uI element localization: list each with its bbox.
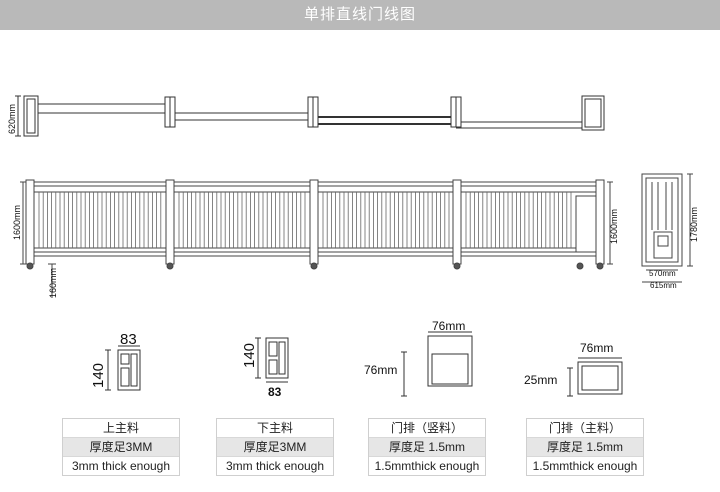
profile-lower-main bbox=[255, 337, 289, 383]
profile-name: 下主料 bbox=[217, 419, 333, 438]
side-height-label: 1780mm bbox=[689, 207, 699, 242]
front-view bbox=[20, 179, 613, 298]
profile-label-upper-main: 上主料 厚度足3MM 3mm thick enough bbox=[62, 418, 180, 476]
top-view bbox=[15, 95, 605, 137]
lower-main-height: 140 bbox=[241, 343, 258, 368]
profile-spec-en: 1.5mmthick enough bbox=[369, 457, 485, 475]
front-height-label-left: 1600mm bbox=[12, 205, 22, 240]
profile-vertical-slat bbox=[401, 331, 473, 397]
profile-spec-en: 3mm thick enough bbox=[217, 457, 333, 475]
upper-main-width: 83 bbox=[120, 331, 137, 348]
header-bar: 单排直线门线图 bbox=[0, 0, 720, 30]
top-width-label: 620mm bbox=[7, 104, 17, 134]
profile-label-vertical-slat: 门排（竖料） 厚度足 1.5mm 1.5mmthick enough bbox=[368, 418, 486, 476]
profile-spec: 厚度足3MM bbox=[63, 438, 179, 457]
front-height-label-right: 1600mm bbox=[609, 209, 619, 244]
profile-upper-main bbox=[105, 345, 141, 391]
gate-slats bbox=[38, 192, 572, 248]
side-view bbox=[641, 173, 693, 283]
vertical-slat-width: 76mm bbox=[432, 319, 465, 333]
profile-spec: 厚度足 1.5mm bbox=[527, 438, 643, 457]
vertical-slat-height: 76mm bbox=[364, 363, 397, 377]
lower-main-width: 83 bbox=[268, 385, 282, 399]
profile-label-lower-main: 下主料 厚度足3MM 3mm thick enough bbox=[216, 418, 334, 476]
side-outer-width-label: 615mm bbox=[650, 281, 677, 290]
profile-main-slat bbox=[567, 357, 623, 397]
profile-spec-en: 3mm thick enough bbox=[63, 457, 179, 475]
profile-spec: 厚度足 1.5mm bbox=[369, 438, 485, 457]
profile-name: 门排（主料） bbox=[527, 419, 643, 438]
main-slat-width: 76mm bbox=[580, 341, 613, 355]
profile-label-main-slat: 门排（主料） 厚度足 1.5mm 1.5mmthick enough bbox=[526, 418, 644, 476]
diagram-title: 单排直线门线图 bbox=[303, 6, 416, 23]
profile-name: 门排（竖料） bbox=[369, 419, 485, 438]
wheel-height-label: 160mm bbox=[48, 268, 58, 298]
profile-name: 上主料 bbox=[63, 419, 179, 438]
profile-spec: 厚度足3MM bbox=[217, 438, 333, 457]
profile-spec-en: 1.5mmthick enough bbox=[527, 457, 643, 475]
main-slat-height: 25mm bbox=[524, 373, 557, 387]
side-inner-width-label: 570mm bbox=[649, 269, 676, 278]
upper-main-height: 140 bbox=[90, 363, 107, 388]
